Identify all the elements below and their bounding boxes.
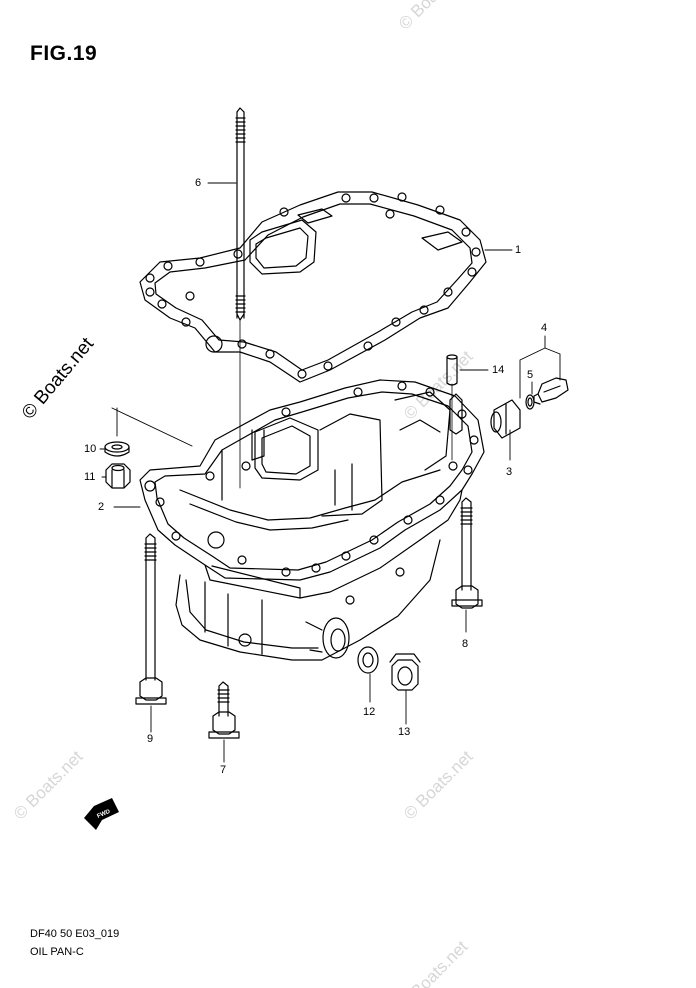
stud-bolt bbox=[235, 107, 246, 321]
drain-plug bbox=[389, 653, 421, 691]
seal-washer bbox=[525, 394, 535, 410]
callout-8: 8 bbox=[462, 638, 469, 650]
oil-fitting bbox=[533, 377, 569, 405]
plug bbox=[490, 399, 521, 439]
callout-10: 10 bbox=[84, 443, 97, 455]
fwd-label: FWD bbox=[96, 809, 112, 820]
callout-4: 4 bbox=[541, 322, 548, 334]
callout-13: 13 bbox=[398, 726, 411, 738]
short-bolt bbox=[208, 681, 240, 739]
drain-gasket bbox=[357, 646, 379, 674]
oil-pan bbox=[139, 379, 485, 661]
long-bolt bbox=[135, 533, 167, 705]
callout-11: 11 bbox=[84, 471, 96, 483]
callout-12: 12 bbox=[363, 706, 376, 718]
oil-pan-gasket bbox=[139, 191, 487, 383]
callout-5: 5 bbox=[527, 369, 534, 381]
callout-9: 9 bbox=[147, 733, 154, 745]
callout-1: 1 bbox=[515, 244, 522, 256]
callout-7: 7 bbox=[220, 764, 227, 776]
callout-2: 2 bbox=[98, 501, 105, 513]
washer bbox=[104, 441, 130, 457]
callout-6: 6 bbox=[195, 177, 202, 189]
figure-title: FIG.19 bbox=[30, 42, 98, 65]
callout-leaders bbox=[99, 182, 561, 763]
callout-14: 14 bbox=[492, 364, 505, 376]
forward-direction-icon bbox=[84, 798, 119, 830]
bolt bbox=[451, 497, 483, 609]
callout-3: 3 bbox=[506, 466, 513, 478]
figure-code: DF40 50 E03_019 bbox=[30, 928, 120, 940]
hex-nut bbox=[105, 463, 131, 489]
dowel-pin bbox=[446, 354, 458, 386]
figure-name: OIL PAN-C bbox=[30, 946, 84, 958]
